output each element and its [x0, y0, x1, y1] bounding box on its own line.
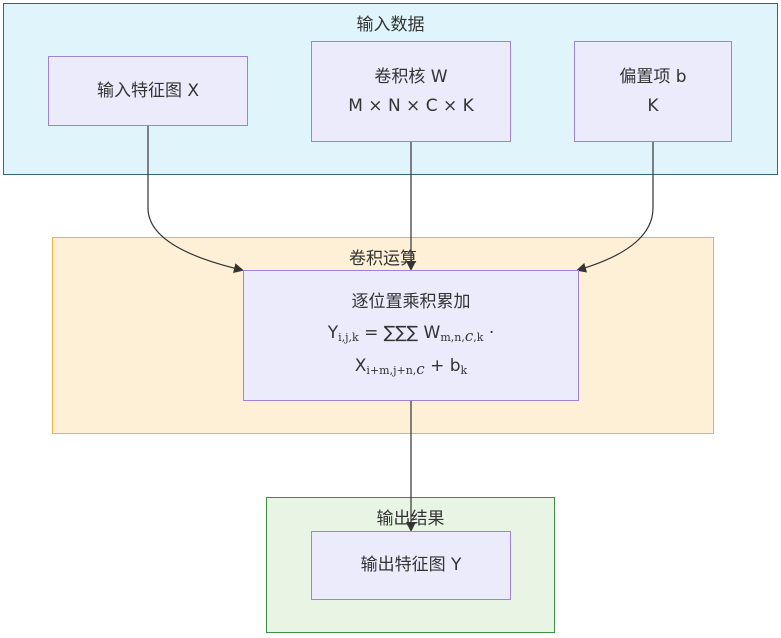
formula-line-2: Xi+m,j+n,c + bk	[355, 351, 467, 384]
node-input-feature-map-label: 输入特征图 X	[96, 80, 200, 101]
node-output-feature-map-label: 输出特征图 Y	[360, 555, 462, 576]
node-kernel-label: 卷积核 W	[374, 66, 448, 87]
node-bias-label: 偏置项 b	[619, 66, 687, 87]
formula-sum: = ∑∑∑ W	[358, 323, 441, 344]
formula-line-1: Yi,j,k = ∑∑∑ Wm,n,c,k ·	[328, 318, 495, 351]
group-output-title: 输出结果	[376, 509, 445, 529]
formula-w-sub: m,n,c,k	[440, 327, 484, 346]
node-input-feature-map: 输入特征图 X	[48, 56, 248, 126]
node-bias-shape: K	[647, 95, 659, 116]
formula-b-sub: k	[460, 364, 468, 378]
group-input-title: 输入数据	[356, 15, 425, 35]
node-op-label: 逐位置乘积累加	[351, 292, 471, 313]
formula-x: X	[354, 356, 367, 377]
node-kernel-shape: M × N × C × K	[348, 95, 474, 116]
formula-y: Y	[327, 323, 339, 344]
formula-dot: ·	[483, 323, 495, 344]
formula-x-sub: i+m,j+n,c	[366, 360, 425, 379]
formula-y-sub: i,j,k	[338, 331, 359, 345]
node-output-feature-map: 输出特征图 Y	[311, 531, 511, 600]
node-kernel: 卷积核 W M × N × C × K	[311, 41, 511, 142]
group-convolution-title: 卷积运算	[349, 249, 417, 269]
formula-plus-b: + b	[424, 356, 461, 377]
node-bias: 偏置项 b K	[574, 41, 732, 142]
node-multiply-accumulate: 逐位置乘积累加 Yi,j,k = ∑∑∑ Wm,n,c,k · Xi+m,j+n…	[243, 270, 579, 401]
